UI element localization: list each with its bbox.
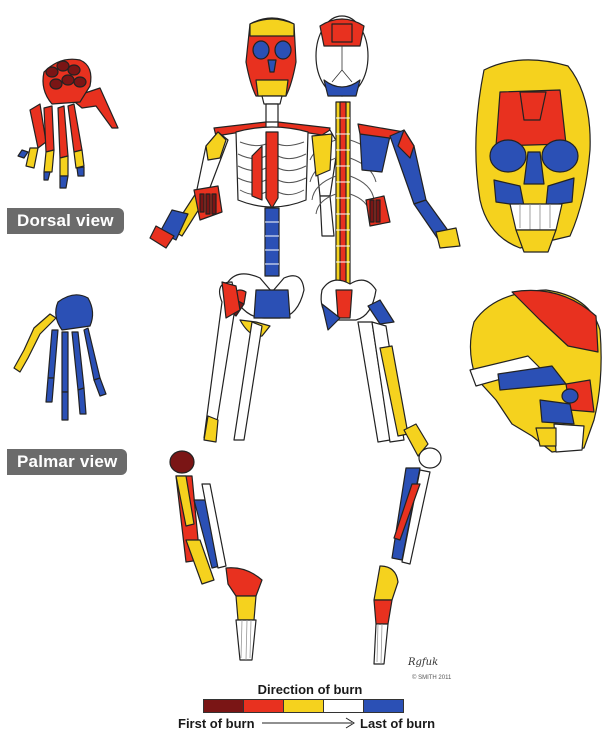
legend-swatch-3 bbox=[283, 699, 324, 713]
artist-signature: Rgfuk bbox=[408, 657, 438, 668]
posterior-skeleton bbox=[310, 16, 460, 664]
legend-first-label: First of burn bbox=[178, 716, 255, 731]
legend-swatch-1 bbox=[203, 699, 244, 713]
skull-lateral-view bbox=[470, 290, 601, 452]
dorsal-view-label: Dorsal view bbox=[7, 208, 124, 234]
anterior-skeleton bbox=[150, 18, 338, 660]
legend-swatch-2 bbox=[243, 699, 284, 713]
legend-last-label: Last of burn bbox=[360, 716, 435, 731]
legend-arrow bbox=[262, 716, 358, 730]
palmar-hand bbox=[14, 295, 106, 420]
skull-frontal-view bbox=[476, 60, 590, 252]
legend-color-scale bbox=[204, 699, 404, 713]
legend-swatch-4 bbox=[323, 699, 364, 713]
legend-title: Direction of burn bbox=[240, 682, 380, 697]
palmar-view-label: Palmar view bbox=[7, 449, 127, 475]
dorsal-hand bbox=[18, 59, 118, 188]
legend-swatch-5 bbox=[363, 699, 404, 713]
copyright-text: © SMITH 2011 bbox=[412, 675, 451, 681]
